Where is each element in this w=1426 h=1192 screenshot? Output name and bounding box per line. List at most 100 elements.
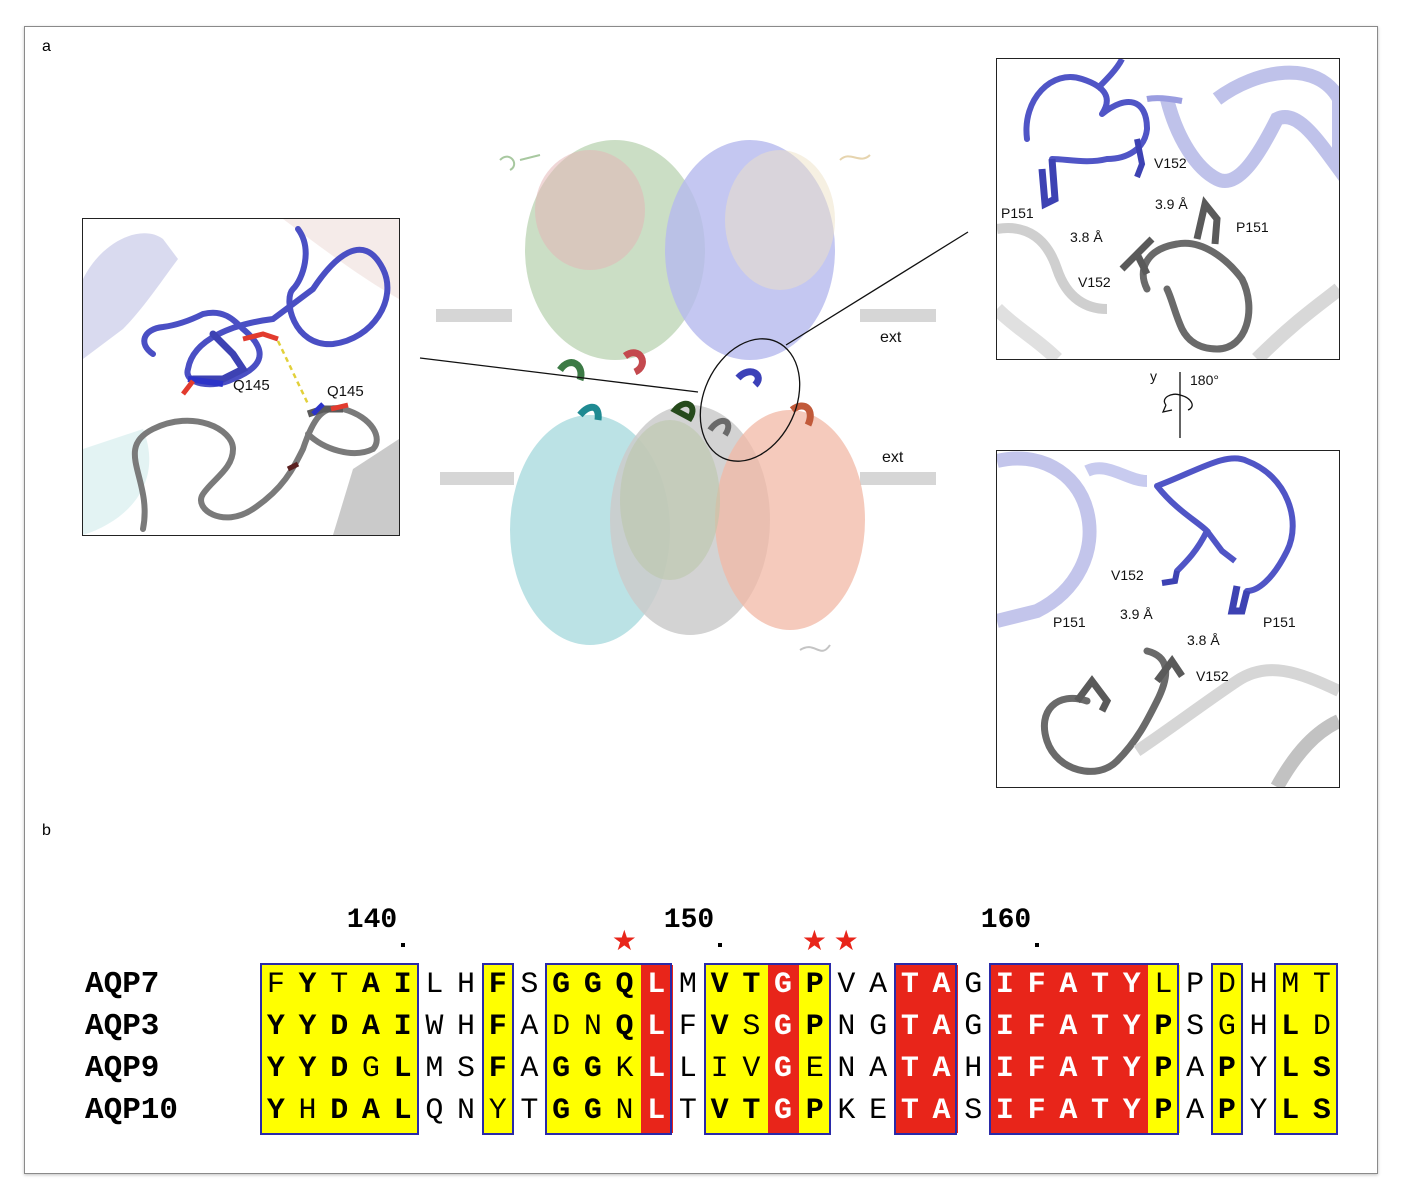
residue: S <box>1312 1052 1331 1086</box>
residue: V <box>710 968 729 1002</box>
residue: G <box>774 1094 793 1128</box>
tr-label-distance-38: 3.8 Å <box>1070 229 1103 245</box>
residue: N <box>837 1010 856 1044</box>
residue: V <box>742 1052 761 1086</box>
center-structure-image <box>436 140 936 652</box>
residue: A <box>1186 1052 1205 1086</box>
residue: L <box>393 1094 412 1128</box>
residue: A <box>1059 1010 1078 1044</box>
panel-b-label: b <box>42 822 51 839</box>
residue: Q <box>615 968 634 1002</box>
residue: A <box>1059 968 1078 1002</box>
rotation-angle-label: 180° <box>1190 372 1219 388</box>
residue: G <box>552 968 571 1002</box>
residue: L <box>1281 1094 1300 1128</box>
residue: I <box>995 1094 1014 1128</box>
residue: A <box>932 1010 951 1044</box>
residue: Y <box>1122 1010 1141 1044</box>
residue: S <box>742 1010 761 1044</box>
residue: P <box>1154 1010 1173 1044</box>
residue: A <box>869 968 888 1002</box>
tr-label-p151-b: P151 <box>1236 219 1269 235</box>
alignment-column-bg <box>703 965 736 1133</box>
residue: T <box>742 968 761 1002</box>
residue: L <box>1154 968 1173 1002</box>
residue: G <box>552 1094 571 1128</box>
alignment-column-bg <box>386 965 419 1133</box>
residue: D <box>330 1010 349 1044</box>
sequence-name: AQP3 <box>85 1009 160 1044</box>
alignment-column-bg <box>1084 965 1117 1133</box>
residue: Y <box>1249 1094 1268 1128</box>
alignment-column-bg <box>894 965 927 1133</box>
residue: N <box>837 1052 856 1086</box>
star-marker: ★ <box>611 925 637 956</box>
residue: L <box>678 1052 697 1086</box>
tr-label-distance-39: 3.9 Å <box>1155 196 1188 212</box>
left-inset-structure: Q145 Q145 <box>82 218 400 536</box>
residue: D <box>330 1094 349 1128</box>
residue: K <box>837 1094 856 1128</box>
residue: Y <box>298 1010 317 1044</box>
alignment-column-bg <box>1211 965 1244 1133</box>
residue: N <box>457 1094 476 1128</box>
residue: T <box>330 968 349 1002</box>
residue: T <box>1312 968 1331 1002</box>
alignment-column-bg <box>925 965 958 1133</box>
residue: A <box>361 1094 380 1128</box>
residue: Y <box>1249 1052 1268 1086</box>
residue: A <box>932 1052 951 1086</box>
residue: K <box>615 1052 634 1086</box>
alignment-block <box>481 963 514 1135</box>
ruler-dot <box>1034 943 1039 947</box>
residue: I <box>393 968 412 1002</box>
sequence-name: AQP9 <box>85 1051 160 1086</box>
alignment-block <box>545 963 673 1135</box>
left-label-q145-b: Q145 <box>327 383 364 400</box>
residue: Y <box>1122 1094 1141 1128</box>
residue: M <box>678 968 697 1002</box>
ruler-dot <box>400 943 405 947</box>
rotation-axis-label: y <box>1150 368 1157 384</box>
alignment-block <box>894 963 958 1135</box>
residue: N <box>615 1094 634 1128</box>
residue: L <box>647 1052 666 1086</box>
tr-label-v152-b: V152 <box>1078 274 1111 290</box>
residue: L <box>1281 1052 1300 1086</box>
top-right-inset-structure: P151 V152 3.9 Å 3.8 Å P151 V152 <box>996 58 1340 360</box>
residue: E <box>805 1052 824 1086</box>
alignment-column-bg <box>767 965 800 1133</box>
alignment-column-bg <box>640 965 673 1133</box>
sequence-name: AQP7 <box>85 967 160 1002</box>
alignment-column-bg <box>481 965 515 1133</box>
residue: G <box>583 968 602 1002</box>
residue: S <box>1186 1010 1205 1044</box>
ext-label-lower: ext <box>882 449 904 466</box>
residue: D <box>330 1052 349 1086</box>
residue: I <box>995 1010 1014 1044</box>
residue: F <box>266 968 285 1002</box>
residue: Q <box>425 1094 444 1128</box>
tr-label-v152-a: V152 <box>1154 155 1187 171</box>
residue: T <box>900 1094 919 1128</box>
residue: T <box>742 1094 761 1128</box>
alignment-column-bg <box>1306 965 1339 1133</box>
alignment-column-bg <box>798 965 832 1133</box>
residue: A <box>1059 1052 1078 1086</box>
residue: H <box>298 1094 317 1128</box>
residue: N <box>583 1010 602 1044</box>
residue: P <box>1154 1052 1173 1086</box>
alignment-column-bg <box>1052 965 1085 1133</box>
sequence-name: AQP10 <box>85 1093 179 1128</box>
residue: S <box>1312 1094 1331 1128</box>
bottom-right-inset-structure: V152 P151 3.9 Å 3.8 Å P151 V152 <box>996 450 1340 788</box>
left-label-q145-a: Q145 <box>233 377 270 394</box>
residue: Y <box>1122 1052 1141 1086</box>
br-label-distance-39: 3.9 Å <box>1120 606 1153 622</box>
residue: G <box>869 1010 888 1044</box>
residue: L <box>647 968 666 1002</box>
residue: D <box>552 1010 571 1044</box>
star-marker: ★ <box>833 925 859 956</box>
residue: T <box>1091 1010 1110 1044</box>
